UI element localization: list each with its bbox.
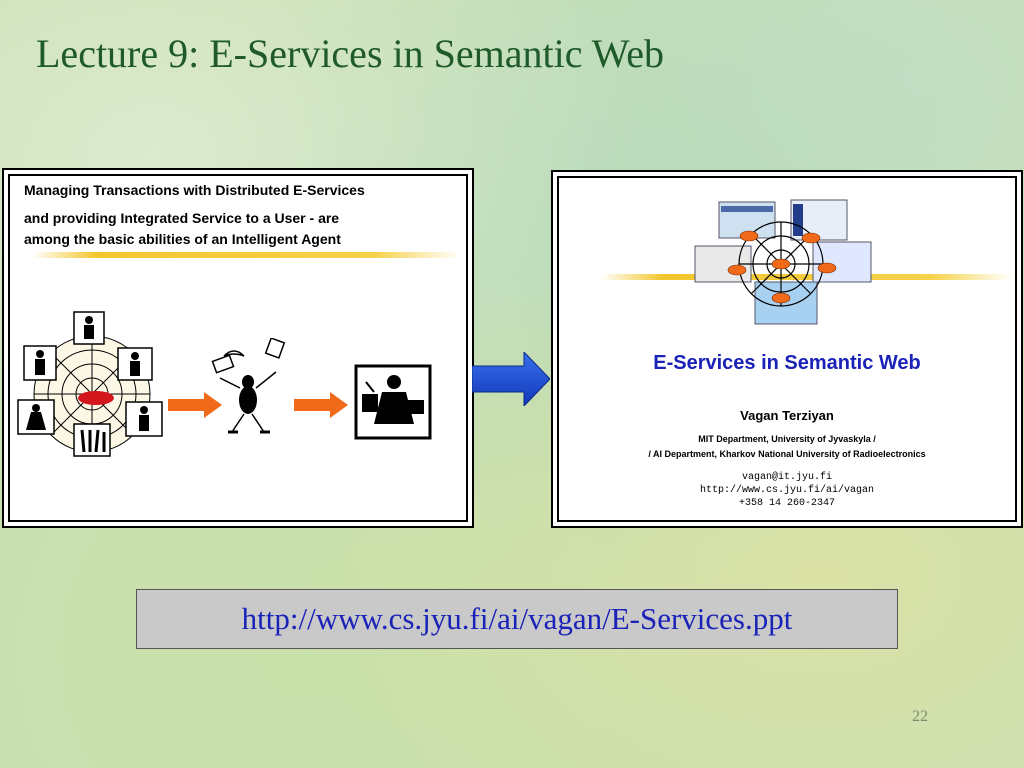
yellow-highlight-stroke bbox=[32, 252, 460, 258]
right-thumb-heading: E-Services in Semantic Web bbox=[653, 352, 921, 374]
orange-arrow-1 bbox=[168, 392, 222, 418]
page-number: 22 bbox=[912, 708, 928, 725]
author-phone: +358 14 260-2347 bbox=[738, 498, 835, 509]
left-slide-thumbnail[interactable]: Managing Transactions with Distributed E… bbox=[8, 174, 468, 522]
affiliation-line-2: / AI Department, Kharkov National Univer… bbox=[648, 449, 926, 459]
blue-arrow bbox=[472, 352, 550, 406]
semantic-web-collage bbox=[694, 199, 872, 325]
presentation-url-link[interactable]: http://www.cs.jyu.fi/ai/vagan/E-Services… bbox=[136, 589, 898, 649]
left-thumb-line-1: Managing Transactions with Distributed E… bbox=[24, 182, 365, 198]
right-slide-thumbnail[interactable]: E-Services in Semantic Web Vagan Terziya… bbox=[557, 176, 1017, 522]
left-thumb-line-2: and providing Integrated Service to a Us… bbox=[24, 210, 340, 226]
affiliation-line-1: MIT Department, University of Jyvaskyla … bbox=[698, 434, 876, 444]
yellow-highlight-stroke bbox=[601, 274, 1013, 280]
orange-arrow-2 bbox=[294, 392, 348, 418]
left-thumb-line-3: among the basic abilities of an Intellig… bbox=[24, 231, 341, 247]
author-name: Vagan Terziyan bbox=[740, 408, 834, 423]
author-email: vagan@it.jyu.fi bbox=[741, 472, 832, 483]
author-website: http://www.cs.jyu.fi/ai/vagan bbox=[699, 485, 875, 496]
user-service-icon bbox=[354, 364, 432, 440]
intelligent-agent-figure bbox=[211, 338, 286, 434]
slide-title: Lecture 9: E-Services in Semantic Web bbox=[36, 31, 665, 76]
service-web-illustration bbox=[17, 311, 163, 457]
